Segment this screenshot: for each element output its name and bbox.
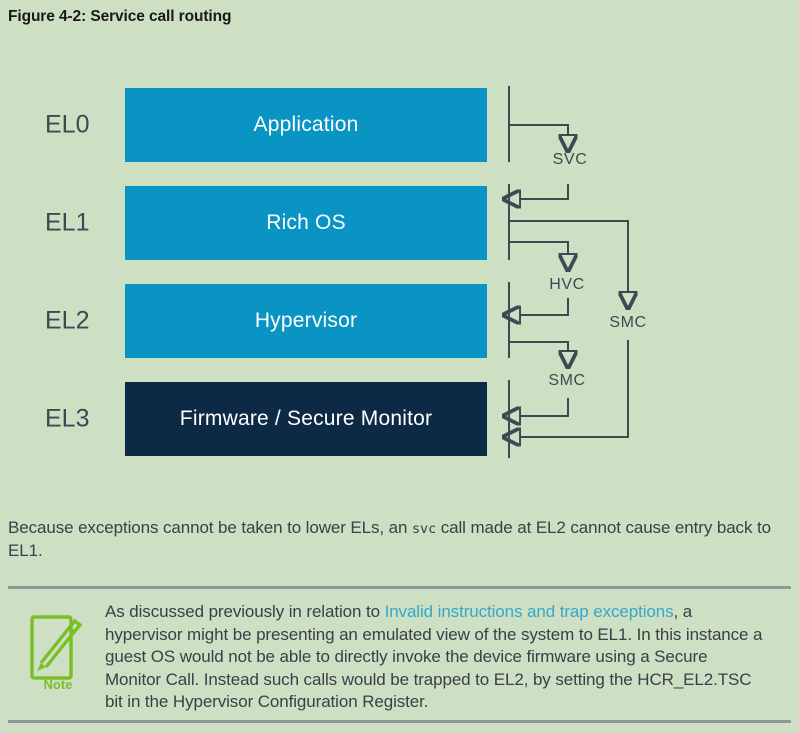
hvc-out-arrow: [509, 241, 568, 254]
svc-in-arrow: [520, 184, 569, 199]
svc-call-label: SVC: [552, 151, 588, 168]
svc-inline-code: svc: [412, 521, 437, 537]
routing-arrows: [495, 86, 675, 458]
note-label: Note: [43, 677, 73, 692]
level-el1: EL1 Rich OS: [0, 186, 799, 260]
hvc-in-arrow: [520, 298, 569, 315]
el0-application-box: Application: [125, 88, 487, 162]
el3-label: EL3: [45, 404, 90, 433]
hvc-call-label: HVC: [549, 276, 585, 293]
note-divider-bottom: [8, 720, 791, 723]
body-text-after-code: call made at EL2 cannot cause entry back…: [8, 518, 771, 560]
body-text-before-code: Because exceptions cannot be taken to lo…: [8, 518, 413, 537]
svc-out-arrow: [509, 124, 568, 135]
note-text-before-link: As discussed previously in relation to: [105, 602, 385, 621]
smc-el2-out-arrow: [509, 341, 568, 351]
el3-firmware-secure-monitor-box: Firmware / Secure Monitor: [125, 382, 487, 456]
smc-el1-out-arrow: [509, 220, 628, 292]
smc-from-el1-call-label: SMC: [609, 314, 647, 331]
smc-from-el2-call-label: SMC: [548, 372, 586, 389]
note-text-after-link: , a hypervisor might be presenting an em…: [105, 602, 763, 711]
level-el3: EL3 Firmware / Secure Monitor: [0, 382, 799, 456]
el0-label: EL0: [45, 110, 90, 139]
el1-rich-os-box: Rich OS: [125, 186, 487, 260]
note-paragraph: As discussed previously in relation to I…: [105, 601, 765, 714]
smc-el1-in-arrow: [520, 340, 629, 437]
smc-el2-in-arrow: [520, 398, 569, 416]
level-el2: EL2 Hypervisor: [0, 284, 799, 358]
note-divider-top: [8, 586, 791, 589]
level-el0: EL0 Application: [0, 88, 799, 162]
el1-label: EL1: [45, 208, 90, 237]
el2-hypervisor-box: Hypervisor: [125, 284, 487, 358]
figure-caption: Figure 4-2: Service call routing: [8, 8, 232, 25]
invalid-instructions-link[interactable]: Invalid instructions and trap exceptions: [384, 602, 674, 621]
el2-label: EL2: [45, 306, 90, 335]
body-paragraph: Because exceptions cannot be taken to lo…: [8, 517, 794, 562]
note-pencil-icon: [30, 615, 83, 680]
